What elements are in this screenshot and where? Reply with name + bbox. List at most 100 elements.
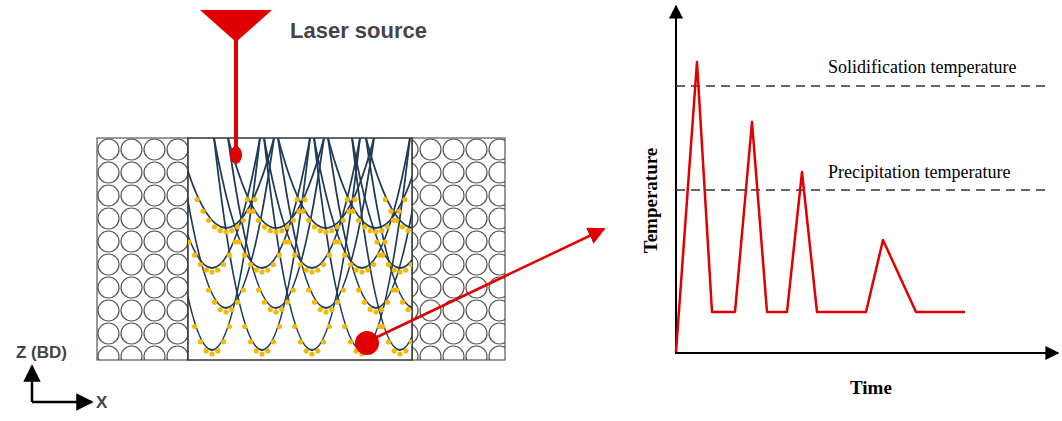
precipitate-dot bbox=[336, 239, 341, 244]
precipitate-dot bbox=[192, 253, 197, 258]
melt-pool-boundary bbox=[314, 138, 410, 350]
precipitate-dot bbox=[195, 197, 200, 202]
precipitate-dot bbox=[380, 253, 385, 258]
threshold-label: Precipitation temperature bbox=[828, 163, 1010, 181]
precipitate-dot bbox=[321, 339, 326, 344]
z-axis bbox=[31, 366, 34, 402]
precipitate-dot bbox=[385, 224, 390, 229]
precipitate-dot bbox=[368, 228, 373, 233]
melt-pool-boundary bbox=[314, 138, 410, 268]
precipitate-dot bbox=[265, 348, 270, 353]
precipitate-dot bbox=[256, 287, 261, 292]
threshold-line bbox=[676, 189, 1050, 190]
precipitate-dot bbox=[406, 307, 411, 312]
precipitate-dot bbox=[341, 218, 346, 223]
precipitate-dot bbox=[362, 300, 367, 305]
precipitate-dot bbox=[321, 262, 326, 267]
melt-pool-boundary bbox=[228, 138, 324, 228]
precipitate-dot bbox=[392, 268, 397, 273]
precipitate-dot bbox=[411, 229, 412, 234]
precipitate-dot bbox=[312, 224, 317, 229]
precipitate-dot bbox=[298, 339, 303, 344]
precipitate-dot bbox=[356, 287, 361, 292]
precipitate-dot bbox=[295, 197, 300, 202]
precipitate-dot bbox=[215, 268, 220, 273]
precipitate-dot bbox=[342, 324, 347, 329]
precipitate-dot bbox=[323, 309, 328, 314]
pointer-arrow bbox=[375, 229, 604, 338]
precipitate-dot bbox=[235, 300, 240, 305]
precipitate-dot bbox=[273, 229, 278, 234]
precipitate-dot bbox=[206, 287, 211, 292]
precipitate-dot bbox=[329, 228, 334, 233]
precipitate-dot bbox=[318, 228, 323, 233]
precipitate-dot bbox=[402, 197, 407, 202]
precipitate-dot bbox=[188, 239, 192, 244]
precipitate-dot bbox=[241, 287, 246, 292]
precipitate-dot bbox=[379, 228, 384, 233]
precipitate-dot bbox=[359, 269, 364, 274]
precipitate-dot bbox=[383, 197, 388, 202]
precipitate-dot bbox=[259, 269, 264, 274]
precipitate-dot bbox=[411, 309, 412, 314]
precipitate-dot bbox=[229, 307, 234, 312]
precipitate-dot bbox=[291, 218, 296, 223]
precipitate-dot bbox=[254, 348, 259, 353]
melt-pool-boundary bbox=[228, 138, 324, 308]
laser-head bbox=[200, 10, 272, 42]
precipitate-dot bbox=[304, 268, 309, 273]
precipitate-dot bbox=[354, 268, 359, 273]
precipitate-dot bbox=[221, 262, 226, 267]
precipitate-dot bbox=[273, 309, 278, 314]
precipitate-dot bbox=[200, 209, 205, 214]
melt-pool-boundary bbox=[214, 138, 310, 268]
precipitate-dot bbox=[373, 229, 378, 234]
precipitate-dot bbox=[286, 239, 291, 244]
precipitate-dot bbox=[221, 339, 226, 344]
precipitate-dot bbox=[262, 300, 267, 305]
precipitate-dot bbox=[204, 348, 209, 353]
probe-point bbox=[355, 331, 379, 355]
precipitate-dot bbox=[374, 239, 379, 244]
thermal-history-curve bbox=[676, 62, 965, 352]
precipitate-dot bbox=[292, 324, 297, 329]
precipitate-dot bbox=[362, 224, 367, 229]
precipitate-dot bbox=[209, 269, 214, 274]
precipitate-dot bbox=[335, 300, 340, 305]
precipitate-dot bbox=[227, 324, 232, 329]
melt-pool-boundary bbox=[188, 138, 274, 228]
precipitate-dot bbox=[335, 224, 340, 229]
precipitate-dot bbox=[215, 348, 220, 353]
precipitate-dot bbox=[329, 307, 334, 312]
precipitate-dot bbox=[223, 229, 228, 234]
precipitate-dot bbox=[394, 218, 399, 223]
precipitate-dot bbox=[245, 197, 250, 202]
precipitate-dot bbox=[315, 348, 320, 353]
precipitate-dot bbox=[342, 253, 347, 258]
precipitate-dot bbox=[409, 339, 412, 344]
x-axis bbox=[32, 401, 92, 404]
precipitate-dot bbox=[277, 324, 282, 329]
precipitate-dot bbox=[403, 268, 408, 273]
precipitate-dot bbox=[268, 307, 273, 312]
precipitate-dot bbox=[306, 287, 311, 292]
precipitate-dot bbox=[218, 228, 223, 233]
powder-bed bbox=[412, 138, 505, 360]
precipitate-dot bbox=[312, 300, 317, 305]
precipitate-dot bbox=[371, 262, 376, 267]
precipitate-dot bbox=[250, 209, 255, 214]
precipitate-dot bbox=[403, 348, 408, 353]
precipitate-dot bbox=[396, 209, 401, 214]
melt-pool-boundary bbox=[214, 138, 310, 350]
precipitate-dot bbox=[341, 287, 346, 292]
precipitate-dot bbox=[279, 228, 284, 233]
melt-pool-boundary bbox=[188, 138, 260, 350]
precipitate-dot bbox=[394, 287, 399, 292]
chart-x-axis bbox=[675, 352, 1058, 354]
precipitate-dot bbox=[309, 351, 314, 356]
precipitate-dot bbox=[306, 218, 311, 223]
precipitate-dot bbox=[350, 209, 355, 214]
melt-pool-boundary bbox=[264, 138, 360, 268]
chart-axis-title: Temperature bbox=[641, 147, 660, 253]
